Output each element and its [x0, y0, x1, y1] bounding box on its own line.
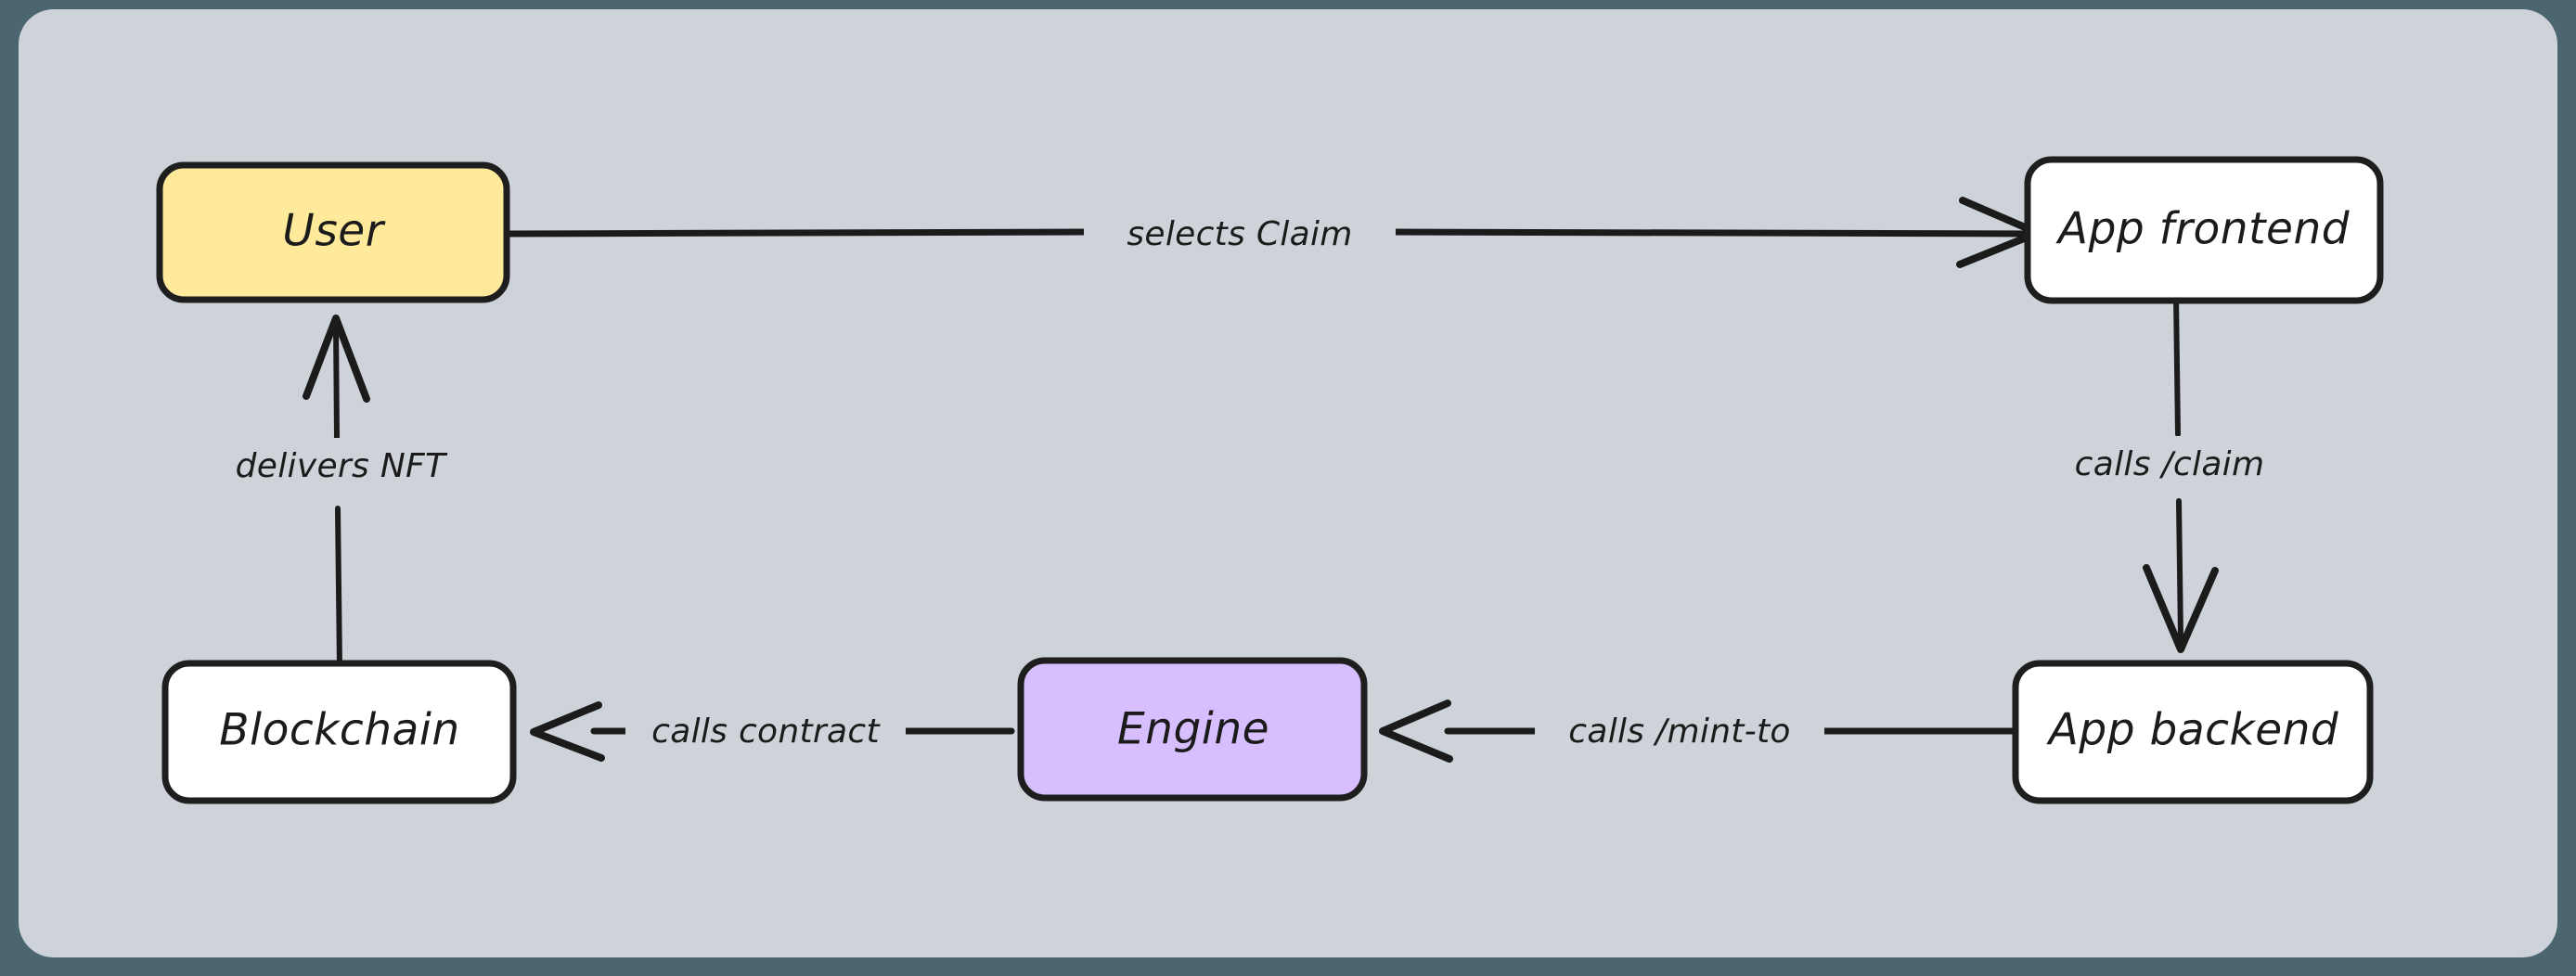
edge-label-calls-contract: calls contract [625, 705, 906, 761]
node-engine-shape[interactable] [1017, 657, 1368, 802]
node-app-backend[interactable]: App backend [2012, 660, 2374, 804]
edge-line-calls-claim [2173, 294, 2183, 641]
node-engine-label: Engine [1117, 704, 1269, 755]
node-user[interactable]: User [156, 161, 510, 303]
node-user-shape[interactable] [156, 161, 510, 303]
node-blockchain[interactable]: Blockchain [161, 660, 517, 804]
node-app-backend-shape[interactable] [2012, 660, 2374, 804]
edge-line-selects-claim [503, 228, 2031, 238]
edge-app-frontend-to-app-backend [2143, 294, 2219, 653]
node-user-label: User [282, 206, 385, 257]
node-app-frontend-label: App frontend [2055, 204, 2351, 255]
edge-label-backdrop [202, 438, 479, 495]
arrow-head-up-user [303, 315, 370, 403]
node-blockchain-label: Blockchain [219, 705, 459, 756]
edge-label-backdrop [625, 705, 906, 761]
edge-blockchain-to-user [303, 315, 370, 671]
node-blockchain-shape[interactable] [161, 660, 517, 804]
edge-label-text: delivers NFT [236, 447, 448, 485]
edge-label-calls-claim: calls /claim [2012, 436, 2327, 492]
edge-label-delivers-nft: delivers NFT [202, 438, 479, 495]
edge-app-backend-to-engine [1379, 700, 2031, 763]
edge-engine-to-blockchain [530, 701, 1015, 762]
edge-label-backdrop [2012, 436, 2327, 492]
edge-label-text: calls contract [651, 713, 881, 751]
edge-label-backdrop [1535, 705, 1824, 761]
edge-label-text: calls /mint-to [1568, 713, 1791, 751]
edge-line-delivers-nft [333, 322, 342, 671]
node-app-frontend[interactable]: App frontend [2024, 156, 2384, 304]
node-app-frontend-shape[interactable] [2024, 156, 2384, 304]
edge-label-calls-mint-to: calls /mint-to [1535, 705, 1824, 761]
edge-label-text: calls /claim [2075, 445, 2265, 483]
node-app-backend-label: App backend [2046, 705, 2339, 756]
node-engine[interactable]: Engine [1017, 657, 1368, 802]
arrow-head-down-app-backend [2143, 564, 2219, 653]
arrow-head-left-engine [1379, 700, 1453, 763]
edge-label-selects-claim: selects Claim [1084, 206, 1396, 262]
edge-label-text: selects Claim [1127, 215, 1352, 253]
edge-label-backdrop [1084, 206, 1396, 262]
arrow-head-left-blockchain [530, 701, 605, 762]
